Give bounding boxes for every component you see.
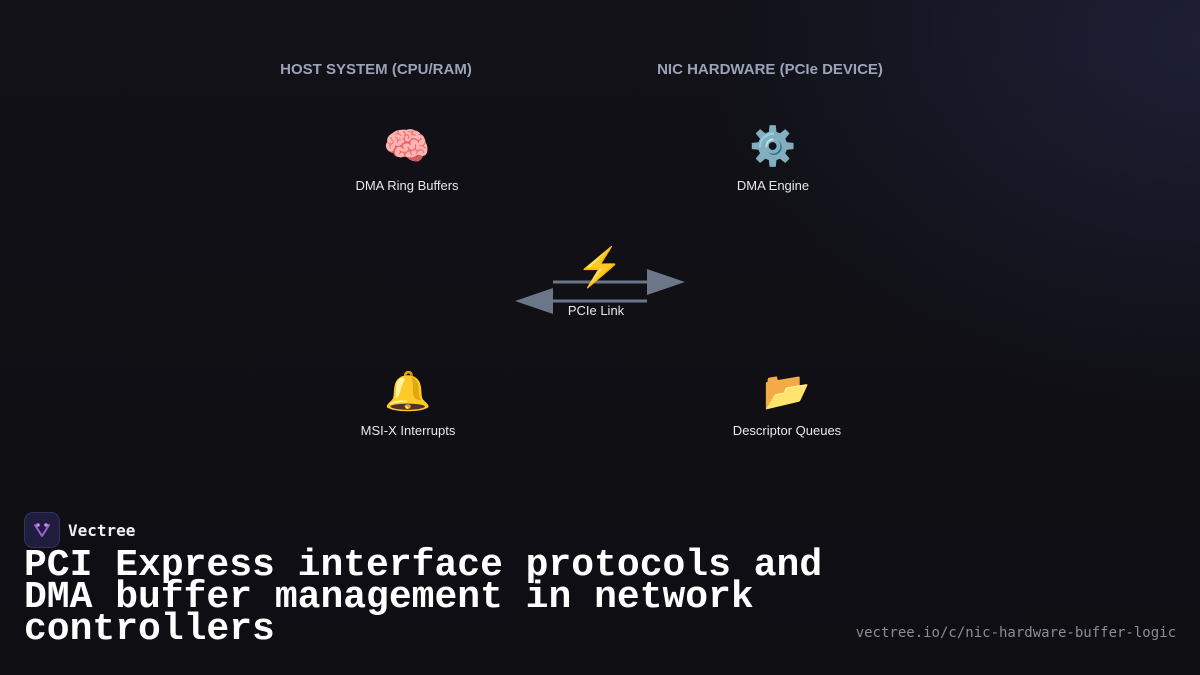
node-descriptor-queues: 📂 Descriptor Queues — [733, 370, 841, 438]
node-label: DMA Engine — [736, 178, 810, 193]
host-system-header: HOST SYSTEM (CPU/RAM) — [280, 61, 472, 78]
open-folder-icon: 📂 — [763, 371, 811, 413]
arrow-host-to-nic — [553, 269, 685, 295]
gear-icon: ⚙️ — [749, 126, 797, 168]
brain-icon: 🧠 — [383, 126, 431, 168]
node-dma-ring-buffers: 🧠 DMA Ring Buffers — [355, 125, 458, 193]
brand: Vectree — [24, 512, 135, 548]
node-dma-engine: ⚙️ DMA Engine — [737, 125, 809, 193]
bell-icon: 🔔 — [384, 371, 432, 413]
vectree-logo-icon — [24, 512, 60, 548]
pcie-link-label: PCIe Link — [567, 303, 625, 318]
page-title: PCI Express interface protocols and DMA … — [24, 544, 823, 651]
node-label: DMA Ring Buffers — [355, 178, 459, 193]
lightning-icon: ⚡ — [576, 247, 624, 289]
source-url[interactable]: vectree.io/c/nic-hardware-buffer-logic — [855, 625, 1176, 641]
node-msi-x-interrupts: 🔔 MSI-X Interrupts — [361, 370, 456, 438]
nic-hardware-header: NIC HARDWARE (PCIe DEVICE) — [657, 61, 883, 78]
node-label: Descriptor Queues — [732, 423, 842, 438]
node-label: MSI-X Interrupts — [360, 423, 456, 438]
arrow-nic-to-host — [515, 288, 647, 314]
brand-name: Vectree — [68, 520, 136, 540]
